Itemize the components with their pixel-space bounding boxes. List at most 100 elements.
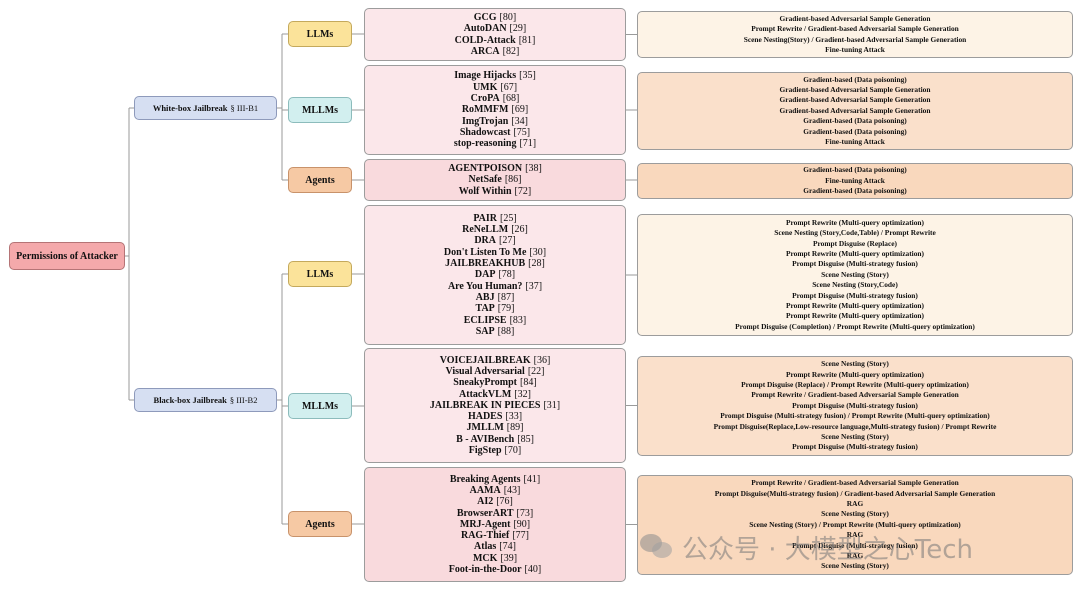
method-name: COLD-Attack [454, 34, 516, 46]
technique-item: Gradient-based Adversarial Sample Genera… [779, 13, 931, 23]
method-item: NetSafe[86] [469, 174, 522, 185]
method-item: Image Hijacks[35] [454, 70, 536, 81]
category-llms: LLMs [288, 261, 352, 287]
method-name: ReNeLLM [462, 224, 509, 236]
method-name: NetSafe [468, 174, 502, 186]
method-item: ABJ[87] [476, 292, 515, 303]
method-name: RoMMFM [461, 104, 509, 116]
method-name: GCG [473, 11, 497, 23]
method-ref: [30] [529, 246, 547, 258]
branch-label: Black-box Jailbreak [153, 395, 227, 405]
method-ref: [43] [503, 484, 521, 496]
method-ref: [70] [504, 445, 522, 457]
method-name: CroPA [470, 93, 500, 105]
method-item: AGENTPOISON[38] [448, 163, 542, 174]
method-name: Breaking Agents [449, 473, 521, 485]
technique-item: Scene Nesting (Story) [821, 561, 889, 571]
methods-box: GCG[80]AutoDAN[29]COLD-Attack[81]ARCA[82… [364, 8, 626, 61]
technique-item: Prompt Rewrite / Gradient-based Adversar… [751, 24, 959, 34]
techniques-box: Gradient-based (Data poisoning) Gradient-… [637, 72, 1073, 150]
technique-item: Fine-tuning Attack [825, 44, 885, 54]
technique-item: Prompt Rewrite / Gradient-based Adversar… [751, 390, 959, 400]
method-name: ARCA [470, 45, 500, 57]
method-item: COLD-Attack[81] [455, 35, 536, 46]
method-item: SneakyPrompt[84] [453, 377, 536, 388]
root-node: Permissions of Attacker [9, 242, 125, 270]
technique-item: Prompt Disguise (Replace) [812, 238, 898, 248]
method-name: Shadowcast [459, 126, 511, 138]
method-item: JAILBREAK IN PIECES[31] [430, 400, 560, 411]
technique-item: Scene Nesting (Story) [821, 431, 889, 441]
method-item: AttackVLM[32] [459, 389, 531, 400]
method-ref: [25] [500, 212, 517, 224]
method-item: Atlas[74] [474, 541, 516, 552]
method-name: SneakyPrompt [453, 377, 518, 389]
method-ref: [74] [499, 541, 516, 553]
method-item: PAIR[25] [473, 213, 516, 224]
method-item: Breaking Agents[41] [450, 474, 540, 485]
method-ref: [31] [543, 399, 561, 411]
method-ref: [22] [527, 365, 545, 377]
technique-item: Scene Nesting (Story) / Prompt Rewrite (… [749, 519, 961, 529]
method-item: Foot-in-the-Door[40] [449, 564, 541, 575]
method-ref: [67] [500, 81, 518, 93]
method-item: BrowserART[73] [457, 508, 533, 519]
technique-item: Prompt Disguise (Multi-strategy fusion) [792, 259, 918, 269]
method-name: stop-reasoning [453, 138, 517, 150]
category-mllms: MLLMs [288, 393, 352, 419]
technique-item: Fine-tuning Attack [825, 175, 885, 185]
method-name: TAP [475, 303, 495, 315]
technique-item: RAG [846, 550, 864, 560]
method-ref: [32] [514, 388, 531, 400]
technique-item: Prompt Disguise(Replace,Low-resource lan… [713, 421, 997, 431]
technique-item: Gradient-based (Data poisoning) [803, 186, 907, 196]
method-ref: [87] [497, 291, 515, 303]
methods-box: Breaking Agents[41]AAMA[43] AI2[76]Browse… [364, 467, 626, 582]
method-name: RAG-Thief [460, 530, 510, 542]
method-ref: [80] [499, 11, 517, 23]
method-name: UMK [472, 81, 498, 93]
techniques-box: Gradient-based Adversarial Sample Genera… [637, 11, 1073, 58]
techniques-box: Scene Nesting (Story)Prompt Rewrite (Mul… [637, 356, 1073, 456]
techniques-box: Prompt Rewrite / Gradient-based Adversar… [637, 475, 1073, 575]
methods-box: Image Hijacks[35]UMK[67]CroPA[68]RoMMFM[… [364, 65, 626, 155]
technique-item: RAG [846, 530, 864, 540]
technique-item: Scene Nesting (Story) [821, 509, 889, 519]
technique-item: Scene Nesting(Story) / Gradient-based Ad… [743, 34, 967, 44]
method-name: AAMA [469, 484, 501, 496]
method-item: MRJ-Agent[90] [460, 519, 530, 530]
method-ref: [76] [496, 496, 513, 508]
method-item: ECLIPSE[83] [464, 315, 526, 326]
method-ref: [26] [511, 224, 528, 236]
technique-item: Prompt Disguise (Multi-strategy fusion) … [720, 411, 990, 421]
method-ref: [35] [519, 70, 536, 82]
method-item: ImgTrojan[34] [462, 116, 528, 127]
technique-item: Prompt Disguise (Multi-strategy fusion) [792, 540, 918, 550]
method-item: Shadowcast[75] [460, 127, 530, 138]
method-item: FigStep[70] [469, 445, 521, 456]
branch-section: § III-B2 [229, 395, 258, 405]
technique-item: Gradient-based (Data poisoning) [803, 165, 907, 175]
method-ref: [72] [514, 185, 532, 197]
method-ref: [27] [499, 235, 516, 247]
technique-item: Gradient-based Adversarial Sample Genera… [779, 85, 931, 95]
method-ref: [90] [513, 518, 531, 530]
method-item: MCK[39] [473, 553, 517, 564]
method-name: PAIR [473, 212, 498, 224]
method-item: JMLLM[89] [467, 422, 524, 433]
category-agents: Agents [288, 167, 352, 193]
technique-item: Prompt Disguise (Multi-strategy fusion) [792, 442, 918, 452]
technique-item: Prompt Disguise (Replace) / Prompt Rewri… [741, 380, 969, 390]
method-ref: [86] [504, 174, 522, 186]
method-item: ARCA[82] [471, 46, 520, 57]
methods-box: VOICEJAILBREAK[36]Visual Adversarial[22]… [364, 348, 626, 463]
technique-item: Gradient-based (Data poisoning) [803, 126, 907, 136]
method-ref: [34] [511, 115, 528, 127]
technique-item: Prompt Rewrite (Multi-query optimization… [786, 300, 924, 310]
method-ref: [88] [497, 325, 515, 337]
method-item: TAP[79] [476, 303, 515, 314]
method-ref: [81] [518, 34, 536, 46]
method-name: AI2 [477, 496, 494, 508]
